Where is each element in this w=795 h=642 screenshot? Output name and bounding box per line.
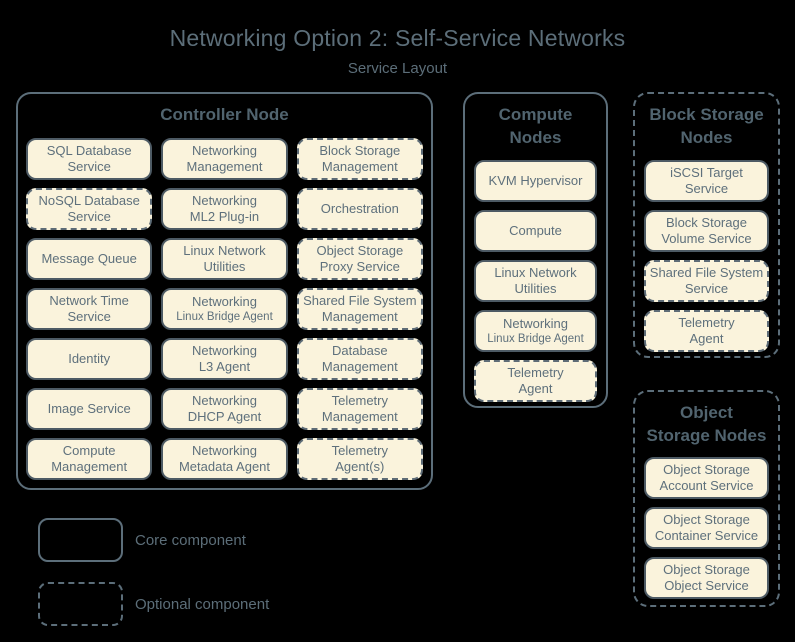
object-storage-service-stack: Object Storage Account Service Object St… [635,457,778,599]
compute-service-stack: KVM Hypervisor Compute Linux Network Uti… [465,160,606,402]
service-box: Message Queue [26,238,153,280]
service-box: Compute [474,210,597,252]
service-label: Networking L3 Agent [191,343,257,374]
service-box: Networking Linux Bridge Agent [474,310,597,352]
legend-optional-label: Optional component [135,595,270,613]
service-label: Telemetry Agent [678,315,735,346]
service-box: Networking Linux Bridge Agent [161,288,288,330]
service-box: iSCSI Target Service [644,160,769,202]
service-box: Shared File System Service [644,260,769,302]
service-box: Identity [26,338,153,380]
block-storage-nodes-section: Block Storage Nodes iSCSI Target Service… [633,92,780,358]
block-storage-service-stack: iSCSI Target Service Block Storage Volum… [635,160,778,352]
service-box: Networking DHCP Agent [161,388,288,430]
service-label: Database Management [321,343,398,374]
service-label: Networking ML2 Plug-in [189,193,260,224]
controller-node-title: Controller Node [160,105,289,124]
legend-optional-swatch [38,582,123,626]
service-box: Telemetry Agent [644,310,769,352]
service-box: Telemetry Management [296,388,423,430]
title-line: Nodes [509,128,562,147]
service-label: Linux Network Utilities [183,243,266,274]
service-label: Message Queue [41,251,137,266]
service-box: Object Storage Proxy Service [296,238,423,280]
service-box: Object Storage Object Service [644,557,769,599]
service-sublabel: Linux Bridge Agent [487,333,584,345]
service-label: Shared File System Service [649,265,764,296]
service-label: Telemetry Management [321,393,398,424]
page-title: Networking Option 2: Self-Service Networ… [169,25,626,51]
object-storage-nodes-section: Object Storage Nodes Object Storage Acco… [633,390,780,607]
service-label: Telemetry Agent [507,365,564,396]
service-label: Object Storage Container Service [654,512,759,543]
service-box: Orchestration [296,188,423,230]
service-label: Block Storage Management [319,143,401,174]
service-label: Object Storage Account Service [659,462,754,493]
title-line: Storage Nodes [646,426,767,445]
service-box: Telemetry Agent [474,360,597,402]
service-box: Image Service [26,388,153,430]
service-label: NoSQL Database Service [38,193,140,224]
service-label: Network Time Service [49,293,129,324]
service-box: NoSQL Database Service [26,188,153,230]
service-box: Block Storage Management [296,138,423,180]
service-box: Networking Metadata Agent [161,438,288,480]
service-label: SQL Database Service [46,143,132,174]
service-box: Block Storage Volume Service [644,210,769,252]
service-label: Networking [502,316,569,331]
service-label: Identity [68,351,111,366]
service-label: Block Storage Volume Service [661,215,752,246]
service-label: Linux Network Utilities [494,265,577,296]
service-label: Compute Management [51,443,128,474]
service-box: Networking ML2 Plug-in [161,188,288,230]
service-label: Networking Metadata Agent [178,443,271,474]
service-label: Networking DHCP Agent [187,393,262,424]
service-label: Object Storage Proxy Service [316,243,404,274]
service-box: Network Time Service [26,288,153,330]
title-line: Compute [498,105,573,124]
block-storage-nodes-title: Block Storage Nodes [635,103,778,149]
service-label: iSCSI Target Service [670,165,743,196]
service-box: Shared File System Management [296,288,423,330]
legend-core-swatch [38,518,123,562]
service-box: Object Storage Account Service [644,457,769,499]
legend-core-label: Core component [135,531,246,549]
service-label: Shared File System Management [303,293,417,324]
service-sublabel: Linux Bridge Agent [176,311,273,323]
title-line: Object [680,403,733,422]
service-box: Compute Management [26,438,153,480]
object-storage-nodes-title: Object Storage Nodes [635,401,778,447]
service-box: Linux Network Utilities [474,260,597,302]
title-line: Block Storage [649,105,764,124]
service-label: Compute [509,223,562,238]
service-box: KVM Hypervisor [474,160,597,202]
service-box: Networking L3 Agent [161,338,288,380]
service-box: Object Storage Container Service [644,507,769,549]
service-box: Linux Network Utilities [161,238,288,280]
service-label: Telemetry Agent(s) [331,443,388,474]
service-label: Networking Management [186,143,263,174]
controller-node-section: Controller Node SQL Database Service Net… [16,92,433,490]
service-box: Networking Management [161,138,288,180]
service-box: Database Management [296,338,423,380]
service-label: Orchestration [320,201,399,216]
service-label: Networking [191,294,257,309]
compute-nodes-section: Compute Nodes KVM Hypervisor Compute Lin… [463,92,608,408]
controller-service-grid: SQL Database Service Networking Manageme… [18,138,431,480]
compute-nodes-title: Compute Nodes [465,103,606,149]
service-label: Object Storage Object Service [663,562,750,593]
title-line: Nodes [680,128,733,147]
service-label: KVM Hypervisor [488,173,583,188]
service-label: Image Service [47,401,131,416]
service-box: SQL Database Service [26,138,153,180]
service-box: Telemetry Agent(s) [296,438,423,480]
page-subtitle: Service Layout [347,60,448,77]
